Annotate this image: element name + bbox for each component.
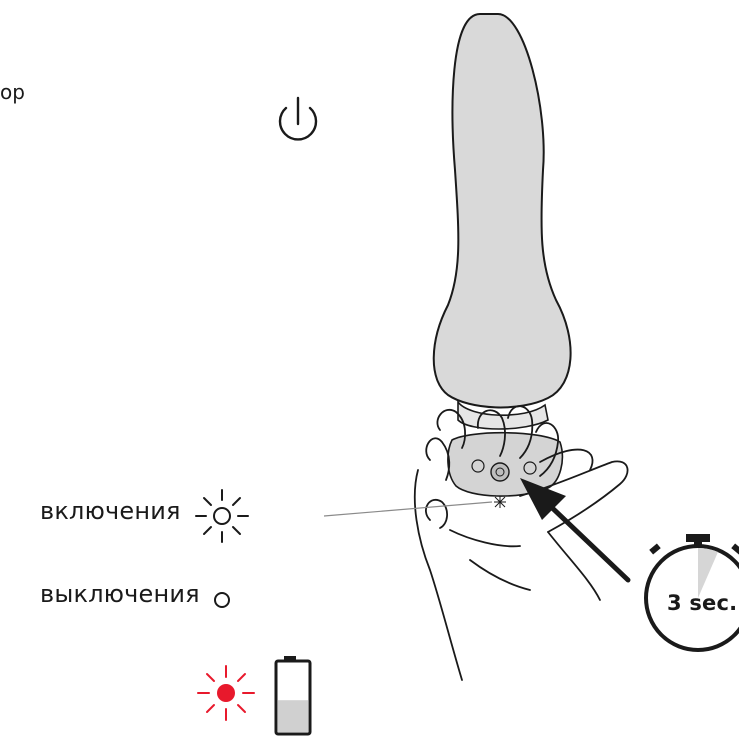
device-illustration xyxy=(434,14,571,508)
led-on-icon xyxy=(196,490,248,542)
label-on: включения xyxy=(40,497,181,525)
battery-low-icon xyxy=(276,656,310,734)
power-icon xyxy=(280,98,316,139)
battery-fill xyxy=(278,700,308,732)
led-off-icon xyxy=(215,593,229,607)
pointer-line xyxy=(324,502,492,516)
power-button xyxy=(491,463,509,481)
device-shaft xyxy=(434,14,571,407)
led-red-blinking-icon xyxy=(198,666,254,720)
corner-text: op xyxy=(0,80,25,104)
timer-text: 3 sec. xyxy=(667,591,737,615)
label-off: выключения xyxy=(40,580,200,608)
device-led-icon xyxy=(494,496,506,508)
